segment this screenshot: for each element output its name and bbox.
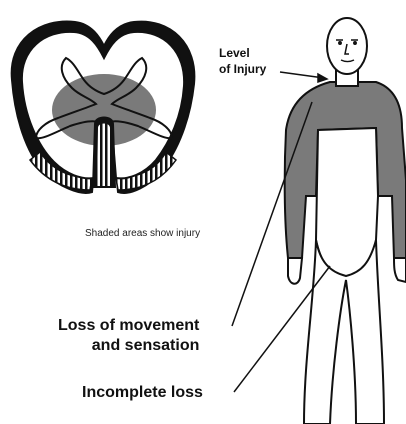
figure-right-hand	[394, 258, 406, 282]
level-arrowhead-icon	[318, 74, 327, 82]
level-label-line2: of Injury	[219, 61, 266, 77]
level-label-line1: Level	[219, 45, 266, 61]
incomplete-loss-label: Incomplete loss	[82, 384, 203, 402]
spinal-cord-cross-section	[12, 22, 195, 193]
figure-left-hand	[288, 258, 302, 284]
loss-of-movement-label: Loss of movement and sensation	[58, 316, 199, 356]
level-of-injury-label: Level of Injury	[219, 45, 266, 77]
cord-central-column-ridges	[97, 124, 111, 187]
loss-label-line1: Loss of movement	[58, 316, 199, 336]
shaded-areas-caption: Shaded areas show injury	[85, 228, 200, 239]
human-figure	[285, 18, 406, 424]
figure-torso	[316, 128, 378, 276]
loss-label-line2: and sensation	[58, 336, 199, 356]
